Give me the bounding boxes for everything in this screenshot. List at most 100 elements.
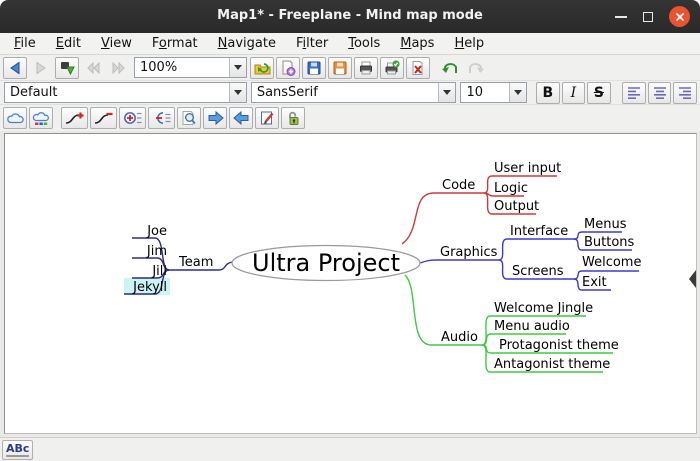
save-as-button[interactable]: [328, 56, 352, 79]
redo-button[interactable]: [464, 57, 488, 79]
node-buttons[interactable]: Buttons: [584, 235, 635, 250]
protect-icon: [289, 111, 299, 125]
menu-maps[interactable]: Maps: [400, 36, 435, 51]
node-code[interactable]: Code: [442, 178, 475, 193]
print-button[interactable]: [354, 56, 378, 79]
collapse-panel-grip[interactable]: [689, 270, 696, 288]
open-map-icon: [254, 62, 270, 74]
root-node-label[interactable]: Ultra Project: [252, 249, 400, 277]
edge-curve-add-button[interactable]: [61, 107, 88, 129]
menu-navigate[interactable]: Navigate: [217, 36, 276, 51]
previous-map-button[interactable]: [81, 57, 105, 79]
strikethrough-button[interactable]: S: [587, 81, 611, 104]
align-right-button[interactable]: [673, 81, 697, 104]
protect-button[interactable]: [281, 107, 305, 129]
node-menus[interactable]: Menus: [584, 217, 627, 232]
node-jim[interactable]: Jim: [146, 244, 167, 259]
node-exit[interactable]: Exit: [582, 275, 607, 290]
node-jill[interactable]: Jill: [151, 264, 167, 279]
node-logic[interactable]: Logic: [494, 181, 528, 196]
style-dropdown-arrow-icon[interactable]: [228, 83, 246, 102]
node-audio[interactable]: Audio: [441, 330, 478, 345]
spellcheck-button[interactable]: ABc: [2, 439, 34, 460]
node-team[interactable]: Team: [178, 255, 213, 270]
undo-button[interactable]: [438, 57, 462, 79]
style-combobox[interactable]: Default: [4, 82, 247, 103]
node-user-input[interactable]: User input: [494, 161, 561, 176]
close-map-button[interactable]: [406, 56, 430, 79]
node-joe[interactable]: Joe: [146, 224, 167, 239]
menu-file[interactable]: File: [14, 36, 36, 51]
root-node-ellipse[interactable]: [231, 244, 421, 282]
save-as-icon: [333, 61, 347, 74]
redo-icon: [469, 62, 484, 73]
edit-node-icon: [261, 111, 274, 125]
navigate-forward-button[interactable]: [203, 107, 227, 129]
menu-view[interactable]: View: [100, 36, 132, 51]
edge-curve-remove-icon: [94, 112, 112, 124]
zoom-dropdown-arrow-icon[interactable]: [229, 58, 246, 77]
edge-curve-add-icon: [65, 112, 83, 124]
back-icon: [10, 61, 20, 74]
save-button[interactable]: [302, 56, 326, 79]
next-map-button[interactable]: [107, 57, 131, 79]
node-interface[interactable]: Interface: [510, 224, 568, 239]
node-menu-audio[interactable]: Menu audio: [494, 319, 570, 334]
fold-all-button[interactable]: [148, 107, 175, 129]
node-graphics[interactable]: Graphics: [440, 245, 498, 260]
statusbar: ABc: [0, 437, 700, 461]
next-map-icon: [112, 61, 125, 74]
find-icon: [182, 111, 196, 125]
spellcheck-label: ABc: [6, 441, 30, 457]
new-map-button[interactable]: [276, 56, 300, 79]
minimize-button[interactable]: [615, 15, 627, 18]
align-center-icon: [653, 86, 666, 99]
align-left-button[interactable]: [622, 81, 646, 104]
node-welcome-jingle[interactable]: Welcome Jingle: [494, 301, 593, 316]
cloud-color-button[interactable]: [29, 107, 53, 129]
italic-button[interactable]: I: [561, 81, 586, 104]
previous-map-icon: [87, 61, 100, 74]
edit-node-button[interactable]: [255, 107, 279, 129]
zoom-value: 100%: [140, 60, 178, 75]
node-jekyll[interactable]: Jekyll: [132, 280, 167, 295]
menu-format[interactable]: Format: [151, 36, 198, 51]
titlebar[interactable]: Map1* - Freeplane - Mind map mode: [0, 0, 700, 33]
font-value: SansSerif: [256, 85, 318, 100]
align-center-button[interactable]: [647, 81, 672, 104]
navigate-back-icon: [232, 110, 248, 126]
cloud-button[interactable]: [3, 107, 27, 129]
open-map-button[interactable]: [250, 56, 274, 79]
unfold-all-button[interactable]: [119, 107, 146, 129]
font-size-dropdown-arrow-icon[interactable]: [509, 83, 527, 102]
print-preview-button[interactable]: [380, 56, 404, 79]
node-protagonist-theme[interactable]: Protagonist theme: [499, 338, 619, 353]
navigate-back-button[interactable]: [229, 107, 253, 129]
font-dropdown-arrow-icon[interactable]: [438, 83, 456, 102]
menu-tools[interactable]: Tools: [348, 36, 381, 51]
align-right-icon: [679, 86, 692, 99]
forward-button[interactable]: [29, 57, 53, 79]
font-combobox[interactable]: SansSerif: [250, 82, 457, 103]
branch-team-edges: [124, 237, 233, 295]
node-welcome[interactable]: Welcome: [582, 255, 641, 270]
bold-button[interactable]: B: [536, 81, 560, 104]
font-size-combobox[interactable]: 10: [460, 82, 528, 103]
branch-code-edges: [401, 175, 557, 245]
node-screens[interactable]: Screens: [512, 264, 564, 279]
mindmap-canvas[interactable]: Ultra Project Code User input Logic Outp…: [4, 133, 697, 434]
zoom-combobox[interactable]: 100%: [134, 57, 247, 78]
menu-filter[interactable]: Filter: [295, 36, 329, 51]
back-button[interactable]: [3, 56, 27, 79]
find-button[interactable]: [177, 107, 201, 129]
close-button[interactable]: [669, 6, 690, 27]
show-map-button[interactable]: [55, 56, 79, 79]
window-title: Map1* - Freeplane - Mind map mode: [217, 8, 483, 23]
node-output[interactable]: Output: [494, 199, 539, 214]
node-antagonist-theme[interactable]: Antagonist theme: [494, 357, 610, 372]
edge-curve-remove-button[interactable]: [90, 107, 117, 129]
menu-edit[interactable]: Edit: [55, 36, 81, 51]
maximize-button[interactable]: [643, 11, 653, 22]
toolbar-navigation: 100%: [0, 55, 700, 81]
menu-help[interactable]: Help: [454, 36, 485, 51]
